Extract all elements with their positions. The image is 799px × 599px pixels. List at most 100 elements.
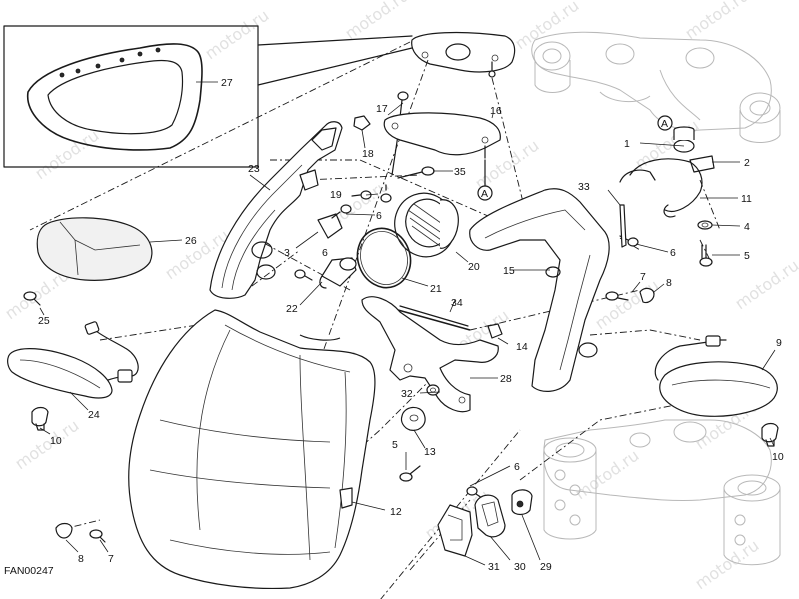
part-31-bracket — [437, 504, 473, 557]
part-number-5: 5 — [744, 250, 750, 262]
upper-triple-clamp-ghost — [531, 31, 781, 143]
part-number-7: 7 — [108, 553, 114, 565]
part-number-17: 17 — [376, 103, 388, 115]
part-4-washer — [697, 220, 713, 230]
watermark: motod.ru — [591, 276, 662, 334]
part-33-strip — [619, 204, 627, 248]
part-number-10: 10 — [50, 435, 62, 447]
reference-marker-a: A A — [477, 115, 673, 201]
part-20-reflector — [394, 192, 459, 258]
part-number-30: 30 — [514, 561, 526, 573]
part-29-connector — [511, 489, 533, 516]
part-number-28: 28 — [500, 373, 512, 385]
part-30-holder — [474, 494, 506, 538]
part-32-washer — [426, 384, 440, 396]
part-34-rod — [397, 305, 471, 331]
leader-lines — [39, 102, 776, 566]
part-3-clip — [317, 213, 343, 239]
part-number-33: 33 — [578, 181, 590, 193]
part-number-7: 7 — [640, 271, 646, 283]
part-number-9: 9 — [776, 337, 782, 349]
part-5-bolt-right — [699, 244, 713, 267]
part-8-grommet-left — [55, 522, 73, 539]
part-10-bulb-right — [761, 422, 779, 447]
part-10-bulb-left — [31, 406, 49, 431]
part-15-main-bracket — [469, 188, 610, 392]
watermark: motod.ru — [731, 256, 799, 314]
part-26-cover — [36, 217, 153, 281]
part-number-10: 10 — [772, 451, 784, 463]
inset-pointer-line — [257, 47, 413, 86]
drawing-code: FAN00247 — [4, 565, 54, 577]
part-number-18: 18 — [362, 148, 374, 160]
part-number-23: 23 — [248, 163, 260, 175]
part-24-left-indicator — [7, 321, 139, 399]
part-number-20: 20 — [468, 261, 480, 273]
part-18-nut — [353, 115, 371, 131]
part-number-35: 35 — [454, 166, 466, 178]
part-number-32: 32 — [401, 388, 413, 400]
part-number-labels: 26 25 24 10 8 7 23 3 6 22 6 18 17 35 19 … — [38, 103, 784, 573]
part-16-bracket — [383, 112, 501, 159]
part-25-screw — [23, 291, 41, 306]
part-number-24: 24 — [88, 409, 100, 421]
part-7-screw-left — [89, 529, 106, 543]
part-28-lower-bracket — [361, 296, 499, 413]
watermark: motod.ru — [681, 0, 752, 43]
part-number-34: 34 — [451, 297, 463, 309]
part-number-12: 12 — [390, 506, 402, 518]
lower-triple-clamp-ghost — [543, 419, 781, 566]
part-number-4: 4 — [744, 221, 750, 233]
watermark: motod.ru — [201, 6, 272, 64]
part-22-bulb-socket — [319, 257, 357, 289]
marker-label-a: A — [481, 188, 488, 200]
part-number-15: 15 — [503, 265, 515, 277]
part-14-nut — [487, 323, 503, 339]
inset-pointer-line — [257, 35, 413, 46]
marker-label-a: A — [661, 118, 668, 130]
part-8-grommet-right — [639, 287, 655, 304]
part-number-6: 6 — [376, 210, 382, 222]
part-6-screws — [294, 204, 639, 499]
part-35-bolt — [397, 166, 435, 179]
part-11-wire-bracket — [619, 158, 703, 218]
instrument-bracket-top — [411, 31, 516, 78]
watermark: motod.ru — [11, 416, 82, 474]
part-number-27: 27 — [221, 77, 233, 89]
part-number-19: 19 — [330, 189, 342, 201]
part-number-13: 13 — [424, 446, 436, 458]
part-number-6: 6 — [322, 247, 328, 259]
part-number-29: 29 — [540, 561, 552, 573]
part-number-14: 14 — [516, 341, 528, 353]
part-number-25: 25 — [38, 315, 50, 327]
part-number-6: 6 — [670, 247, 676, 259]
part-9-right-indicator — [654, 335, 778, 417]
part-number-31: 31 — [488, 561, 500, 573]
part-number-2: 2 — [744, 157, 750, 169]
part-number-6: 6 — [514, 461, 520, 473]
instrument-surround-inner — [47, 59, 184, 135]
inset-frame — [3, 25, 259, 168]
watermark: motod.ru — [511, 0, 582, 53]
part-number-3: 3 — [284, 247, 290, 259]
part-2-clamp — [689, 155, 715, 173]
part-23-support-frame — [209, 121, 343, 299]
part-number-16: 16 — [490, 105, 502, 117]
instrument-surround-outer — [27, 43, 203, 151]
part-7-screw-right — [605, 291, 629, 301]
part-number-22: 22 — [286, 303, 298, 315]
part-21-seal-ring — [356, 227, 412, 289]
part-number-21: 21 — [430, 283, 442, 295]
part-number-8: 8 — [78, 553, 84, 565]
part-1-damper — [673, 126, 695, 153]
part-number-1: 1 — [624, 138, 630, 150]
part-5-bolt-center — [399, 465, 421, 482]
part-number-8: 8 — [666, 277, 672, 289]
part-number-5: 5 — [392, 439, 398, 451]
part-number-26: 26 — [185, 235, 197, 247]
part-number-11: 11 — [741, 193, 752, 205]
instrument-panel-inset: 27 — [3, 25, 413, 168]
watermark: motod.ru — [31, 126, 102, 184]
